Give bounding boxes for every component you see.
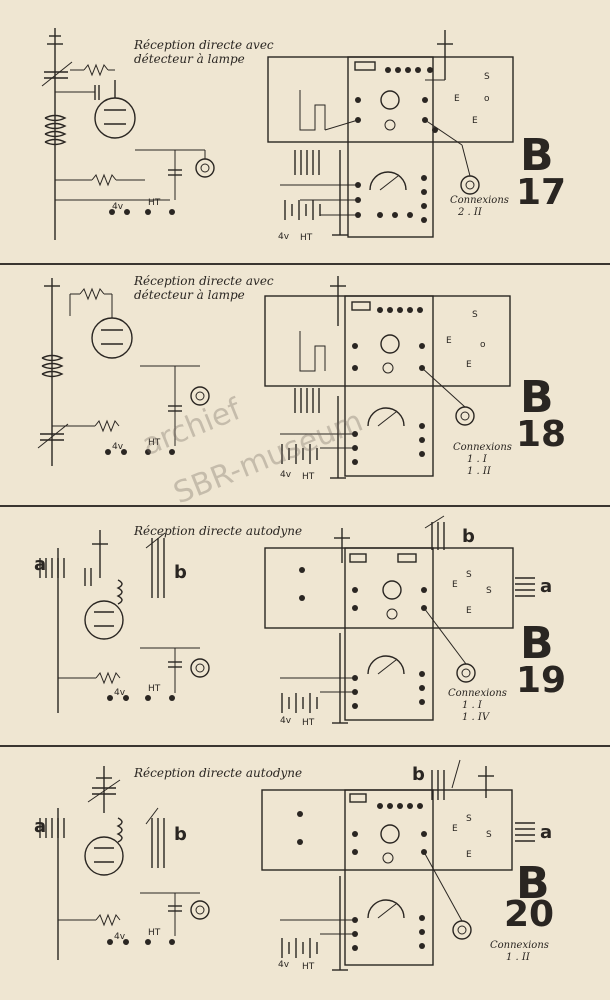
diagram-title-line2: détecteur à lampe: [134, 52, 245, 66]
connexions-value: 1 . I: [467, 454, 487, 465]
diagram-title: Réception directe avec détecteur à lampe: [134, 38, 274, 66]
panel-label-ht: HT: [302, 962, 315, 972]
panel-label-e2: E: [466, 360, 472, 370]
code-letter: B: [520, 130, 554, 181]
panel-label-s2: S: [486, 586, 492, 596]
diagram-title-line1: Réception directe avec: [134, 38, 274, 52]
panel-label-e: E: [454, 94, 460, 104]
connexions-label: Connexions: [453, 442, 512, 453]
panel-b17: Réception directe avec détecteur à lampe…: [0, 0, 610, 262]
code-number: 20: [504, 894, 555, 935]
panel-label-e: E: [452, 824, 458, 834]
coil-label-a: a: [34, 554, 47, 575]
terminal-label-ht: HT: [148, 438, 161, 448]
connexions-value: 1 . I: [462, 700, 482, 711]
connexions-value: 1 . II: [506, 952, 530, 963]
panel-label-e2: E: [466, 606, 472, 616]
panel-b20: Réception directe autodyne a b b a 4v HT…: [0, 748, 610, 1000]
coil-label-b: b: [174, 824, 187, 845]
panel-label-s: S: [466, 570, 472, 580]
panel-label-e: E: [452, 580, 458, 590]
panel-label-s: S: [484, 72, 490, 82]
panel-label-s2: S: [486, 830, 492, 840]
code-number: 17: [516, 172, 567, 213]
panel-label-4v: 4v: [280, 470, 292, 480]
schematic-b18: [37, 276, 511, 479]
connexions-block: Connexions 1 . I 1 . IV: [448, 688, 507, 724]
terminal-label-ht: HT: [148, 928, 161, 938]
coil-label-a: a: [34, 816, 47, 837]
panel-label-e2: E: [472, 116, 478, 126]
code-letter: B: [520, 618, 554, 669]
connexions-value: 2 . II: [458, 207, 482, 218]
code-letter: B: [520, 372, 554, 423]
terminal-label-4v: 4v: [114, 688, 126, 698]
separator-line: [0, 745, 610, 747]
separator-line: [0, 263, 610, 265]
diagram-title-line1: Réception directe avec: [134, 274, 274, 288]
connexions-value: 1 . II: [467, 466, 491, 477]
panel-b19: Réception directe autodyne a b b a 4v HT…: [0, 508, 610, 744]
terminal-label-ht: HT: [148, 684, 161, 694]
connexions-label: Connexions: [450, 195, 509, 206]
panel-label-ht: HT: [300, 233, 313, 243]
panel-label-s: S: [466, 814, 472, 824]
panel-label-s: S: [472, 310, 478, 320]
terminal-label-4v: 4v: [112, 442, 124, 452]
connexions-block: Connexions 1 . I 1 . II: [453, 442, 512, 478]
connexions-block: Connexions 2 . II: [450, 195, 509, 219]
coil-label-b: b: [462, 526, 475, 547]
panel-label-4v: 4v: [278, 960, 290, 970]
panel-label-ht: HT: [302, 718, 315, 728]
separator-line: [0, 505, 610, 507]
schematic-b17: [41, 28, 514, 240]
coil-label-b: b: [412, 764, 425, 785]
panel-label-o: o: [480, 340, 486, 350]
diagram-title-line2: détecteur à lampe: [134, 288, 245, 302]
panel-label-ht: HT: [302, 472, 315, 482]
coil-label-a: a: [540, 576, 553, 597]
code-number: 18: [516, 414, 567, 455]
connexions-block: Connexions 1 . II: [490, 940, 549, 964]
terminal-label-4v: 4v: [112, 202, 124, 212]
panel-label-e2: E: [466, 850, 472, 860]
panel-label-4v: 4v: [278, 232, 290, 242]
diagram-title: Réception directe avec détecteur à lampe: [134, 274, 274, 302]
coil-label-b: b: [174, 562, 187, 583]
diagram-title-line1: Réception directe autodyne: [134, 766, 303, 780]
connexions-value: 1 . IV: [462, 712, 490, 723]
panel-label-o: o: [484, 94, 490, 104]
panel-b18: Réception directe avec détecteur à lampe…: [0, 266, 610, 504]
diagram-title: Réception directe autodyne: [134, 766, 302, 780]
connexions-label: Connexions: [448, 688, 507, 699]
diagram-title-line1: Réception directe autodyne: [134, 524, 303, 538]
terminal-label-4v: 4v: [114, 932, 126, 942]
diagram-title: Réception directe autodyne: [134, 524, 302, 538]
schematic-b20: [39, 759, 535, 971]
panel-label-4v: 4v: [280, 716, 292, 726]
schematic-b19: [39, 515, 535, 724]
code-number: 19: [516, 660, 567, 701]
code-letter: B: [516, 858, 550, 909]
terminal-label-ht: HT: [148, 198, 161, 208]
panel-label-e: E: [446, 336, 452, 346]
coil-label-a: a: [540, 822, 553, 843]
connexions-label: Connexions: [490, 940, 549, 951]
